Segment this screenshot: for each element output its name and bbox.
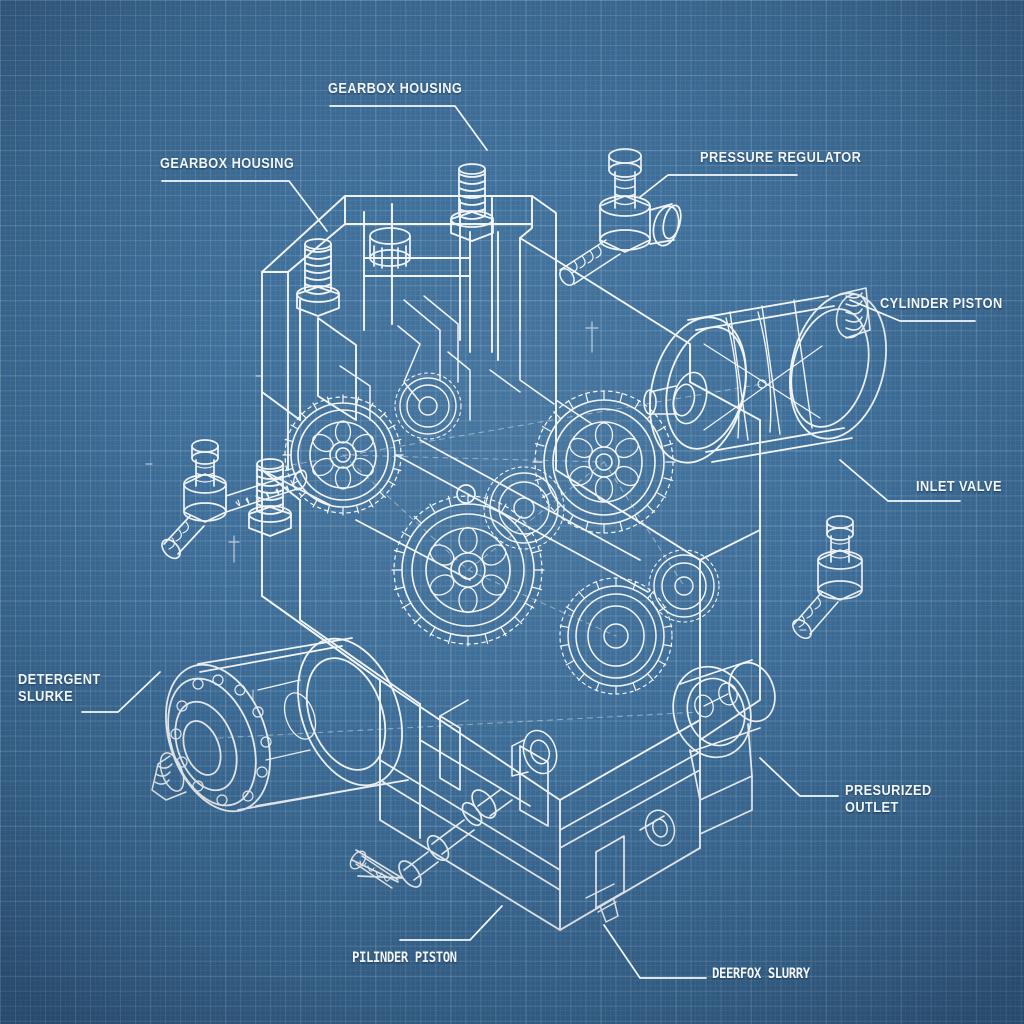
- main-drive-shaft: [261, 439, 649, 593]
- gearbox-right-casting: [555, 259, 761, 741]
- gearbox-lower-casting: [261, 469, 701, 931]
- internal-linkage: [339, 295, 593, 425]
- callout-cylinder-piston: CYLINDER PISTON: [880, 296, 1003, 312]
- callout-gearbox-housing-left: GEARBOX HOUSING: [160, 156, 295, 172]
- callout-inlet-valve: INLET VALVE: [916, 479, 1002, 495]
- left-drum-assembly: [151, 637, 409, 813]
- gear-right-large: [532, 390, 676, 534]
- callout-pressure-regulator: PRESSURE REGULATOR: [700, 150, 862, 166]
- gear-idler: [483, 466, 565, 550]
- leader-gearbox-housing-left: [161, 180, 328, 232]
- construction-lines: [217, 383, 763, 739]
- leader-cylinder-piston: [849, 299, 976, 322]
- base-rails: [379, 715, 701, 909]
- gear-right-lower: [559, 577, 673, 695]
- leader-pressure-regulator: [639, 174, 798, 198]
- leader-deerfox-slurry: [603, 924, 707, 979]
- leader-detergent-slurke: [81, 671, 161, 713]
- leader-inlet-valve: [839, 459, 961, 502]
- bottom-piston-rod: [349, 789, 513, 889]
- leader-presurized-outlet: [759, 757, 839, 797]
- callout-pilinder-piston: PILINDER PISTON: [352, 950, 457, 966]
- gear-small-upper: [394, 372, 462, 440]
- callout-detergent-slurke: DETERGENT SLURKE: [18, 672, 101, 705]
- gear-center-main: [391, 493, 545, 647]
- leader-pilinder-piston: [399, 905, 503, 941]
- left-inlet-valve: [161, 439, 308, 560]
- callout-deerfox-slurry: DEERFOX SLURRY: [712, 966, 810, 982]
- cylinder-cap-top: [369, 227, 411, 269]
- leader-gearbox-housing-top: [329, 105, 488, 151]
- right-outlet-valve: [792, 515, 863, 640]
- pressure-regulator-valve: [559, 148, 682, 286]
- right-drum-assembly: [643, 287, 887, 464]
- centre-marks: [145, 321, 807, 701]
- pressurized-outlet-manifold: [672, 659, 776, 835]
- gear-small-right: [648, 549, 720, 623]
- lower-support-parts: [439, 699, 676, 923]
- callout-gearbox-housing-top: GEARBOX HOUSING: [328, 81, 463, 97]
- gear-left-large: [282, 394, 404, 516]
- callout-presurized-outlet: PRESURIZED OUTLET: [845, 783, 932, 816]
